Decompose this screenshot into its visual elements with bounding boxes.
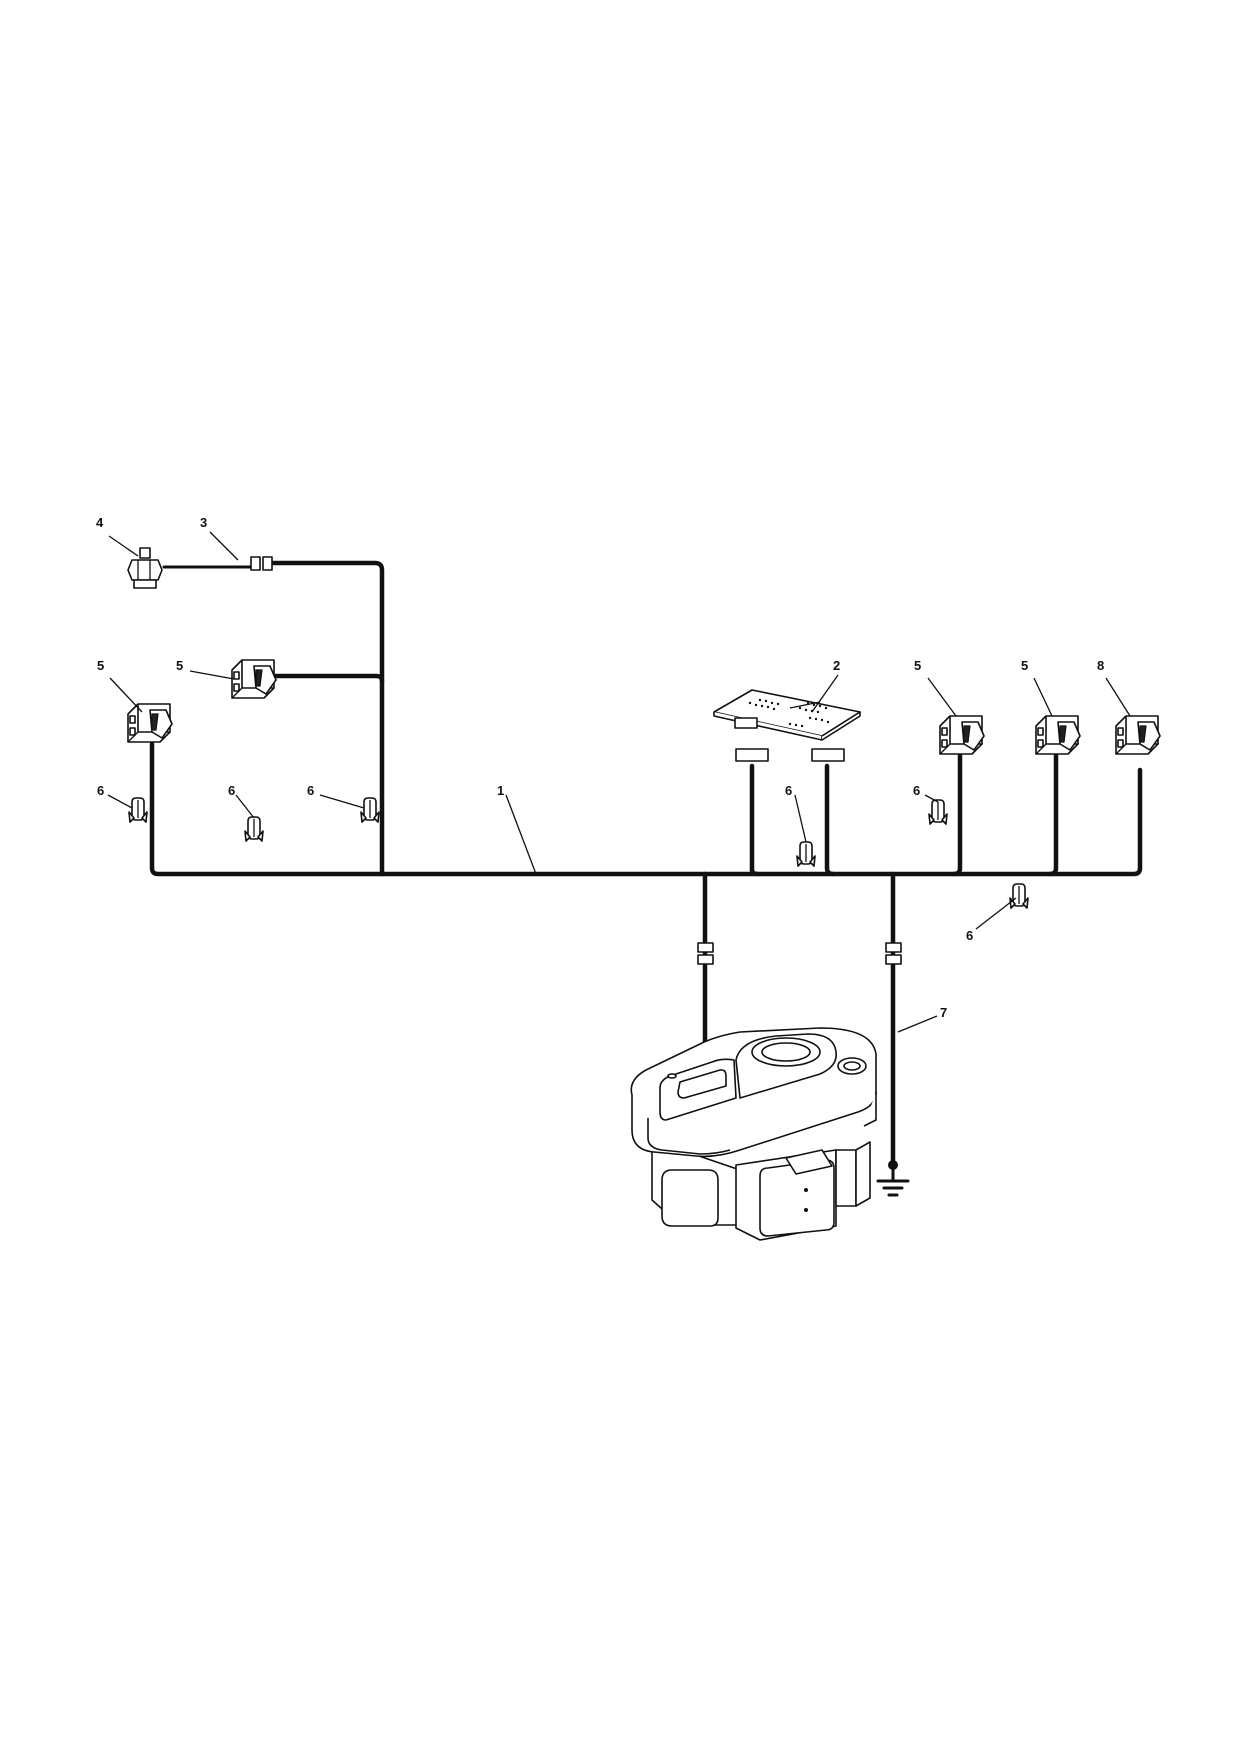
callout-1: 1 <box>497 783 504 798</box>
callout-6-c: 6 <box>307 783 314 798</box>
callout-5-right-1: 5 <box>914 658 921 673</box>
callout-6-e: 6 <box>913 783 920 798</box>
switch-right-3 <box>1115 715 1161 755</box>
callout-labels: 4 3 5 5 6 6 6 1 2 6 5 6 5 8 6 7 <box>96 515 1104 1020</box>
callout-2: 2 <box>833 658 840 673</box>
clip-6 <box>1009 883 1029 909</box>
callout-6-a: 6 <box>97 783 104 798</box>
switch-left <box>127 703 173 743</box>
leader-lines <box>107 531 1131 1033</box>
callout-6-d: 6 <box>785 783 792 798</box>
pcb-plug-right <box>811 748 845 762</box>
switch-right-2 <box>1035 715 1081 755</box>
engine-icon <box>630 1027 877 1241</box>
circuit-board-icon <box>713 689 861 741</box>
callout-5-right-2: 5 <box>1021 658 1028 673</box>
clip-2 <box>244 816 264 842</box>
callout-3: 3 <box>200 515 207 530</box>
clip-5 <box>928 799 948 825</box>
callout-4: 4 <box>96 515 104 530</box>
clip-3 <box>360 797 380 823</box>
callout-8: 8 <box>1097 658 1104 673</box>
ground-icon <box>876 1160 910 1197</box>
inline-connector-ground <box>885 942 902 965</box>
callout-5-upper: 5 <box>176 658 183 673</box>
callout-5-left: 5 <box>97 658 104 673</box>
pcb-plug-left <box>735 748 769 762</box>
switch-upper <box>231 659 277 699</box>
switch-right-1 <box>939 715 985 755</box>
clip-4 <box>796 841 816 867</box>
main-harness <box>149 560 1143 1163</box>
sensor-icon <box>127 547 163 589</box>
callout-6-f: 6 <box>966 928 973 943</box>
inline-connector-sensor <box>250 556 273 571</box>
callout-7: 7 <box>940 1005 947 1020</box>
callout-6-b: 6 <box>228 783 235 798</box>
inline-connector-engine <box>697 942 714 965</box>
clip-1 <box>128 797 148 823</box>
